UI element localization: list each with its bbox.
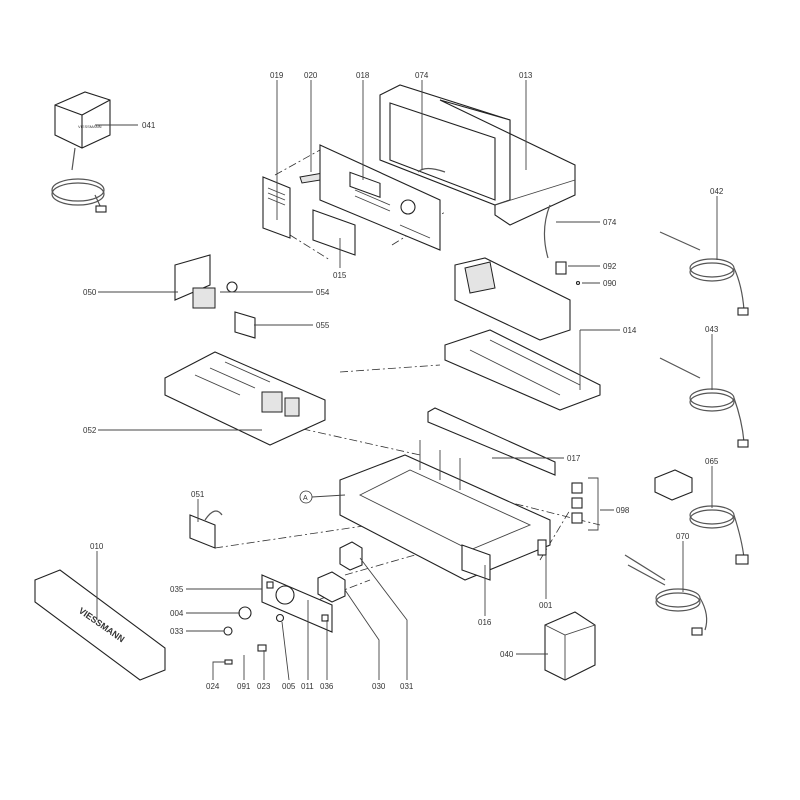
callout-a-circle: [299, 490, 313, 504]
label-074-top: 074: [415, 71, 429, 80]
part-004-knob[interactable]: [238, 606, 252, 620]
label-010: 010: [90, 542, 104, 551]
part-051-bracket[interactable]: [189, 510, 223, 549]
part-043-sensor[interactable]: [659, 357, 749, 448]
label-092: 092: [603, 262, 617, 271]
label-016: 016: [478, 618, 492, 627]
label-005: 005: [282, 682, 296, 691]
part-001-fuse[interactable]: [537, 539, 547, 556]
label-031: 031: [400, 682, 414, 691]
label-020: 020: [304, 71, 318, 80]
label-015: 015: [333, 271, 347, 280]
part-074-cable[interactable]: [543, 204, 551, 259]
label-090: 090: [603, 279, 617, 288]
label-074-right: 074: [603, 218, 617, 227]
label-019: 019: [270, 71, 284, 80]
brand-logo-041: VIESSMANN: [78, 124, 102, 129]
part-092-switch[interactable]: [555, 261, 581, 286]
label-014: 014: [623, 326, 637, 335]
label-054: 054: [316, 288, 330, 297]
label-098: 098: [616, 506, 630, 515]
label-070: 070: [676, 532, 690, 541]
label-043: 043: [705, 325, 719, 334]
label-041: 041: [142, 121, 156, 130]
part-005-washer[interactable]: [275, 613, 285, 623]
part-041-outdoor-sensor[interactable]: VIESSMANN: [51, 91, 111, 213]
part-052-mainboard[interactable]: [164, 351, 326, 446]
label-042: 042: [710, 187, 724, 196]
label-035: 035: [170, 585, 184, 594]
part-010-front-trim[interactable]: VIESSMANN: [34, 569, 166, 681]
label-001: 001: [539, 601, 553, 610]
part-013-housing-top[interactable]: [379, 84, 576, 226]
label-040: 040: [500, 650, 514, 659]
part-024-fuse[interactable]: [224, 659, 233, 665]
part-054-transformer[interactable]: [192, 281, 238, 309]
label-055: 055: [316, 321, 330, 330]
label-050: 050: [83, 288, 97, 297]
part-014-inner-frame[interactable]: [444, 257, 601, 411]
label-091: 091: [237, 682, 251, 691]
part-base-tray[interactable]: [339, 440, 551, 581]
leader-lines: [95, 80, 718, 681]
label-030: 030: [372, 682, 386, 691]
label-033: 033: [170, 627, 184, 636]
label-052: 052: [83, 426, 97, 435]
label-065: 065: [705, 457, 719, 466]
part-070-cable[interactable]: [624, 554, 708, 636]
part-055-module[interactable]: [234, 311, 256, 339]
part-033-screw[interactable]: [223, 626, 233, 636]
part-035-connector-panel[interactable]: [261, 574, 333, 633]
part-065-sensor[interactable]: [654, 469, 749, 565]
label-023: 023: [257, 682, 271, 691]
label-A: A: [303, 495, 308, 502]
label-013: 013: [519, 71, 533, 80]
part-019-label-cover[interactable]: [262, 176, 291, 239]
label-004: 004: [170, 609, 184, 618]
label-017: 017: [567, 454, 581, 463]
part-017-terminal-strip[interactable]: [427, 407, 556, 476]
part-031-relay[interactable]: [339, 541, 363, 571]
label-011: 011: [301, 682, 314, 691]
part-018-control-module[interactable]: [319, 144, 441, 251]
part-040-box[interactable]: [544, 611, 596, 681]
label-036: 036: [320, 682, 334, 691]
part-098-connectors[interactable]: [571, 477, 599, 531]
part-042-sensor[interactable]: [659, 231, 749, 316]
label-051: 051: [191, 490, 205, 499]
part-016-side-panel[interactable]: [461, 544, 491, 581]
label-018: 018: [356, 71, 370, 80]
part-labels: 041 019 020 018 074 013 074 042 092 090 …: [83, 71, 724, 691]
part-023-holder[interactable]: [257, 644, 267, 652]
part-030-relay[interactable]: [317, 571, 346, 603]
part-015-flap[interactable]: [312, 209, 356, 256]
label-024: 024: [206, 682, 220, 691]
